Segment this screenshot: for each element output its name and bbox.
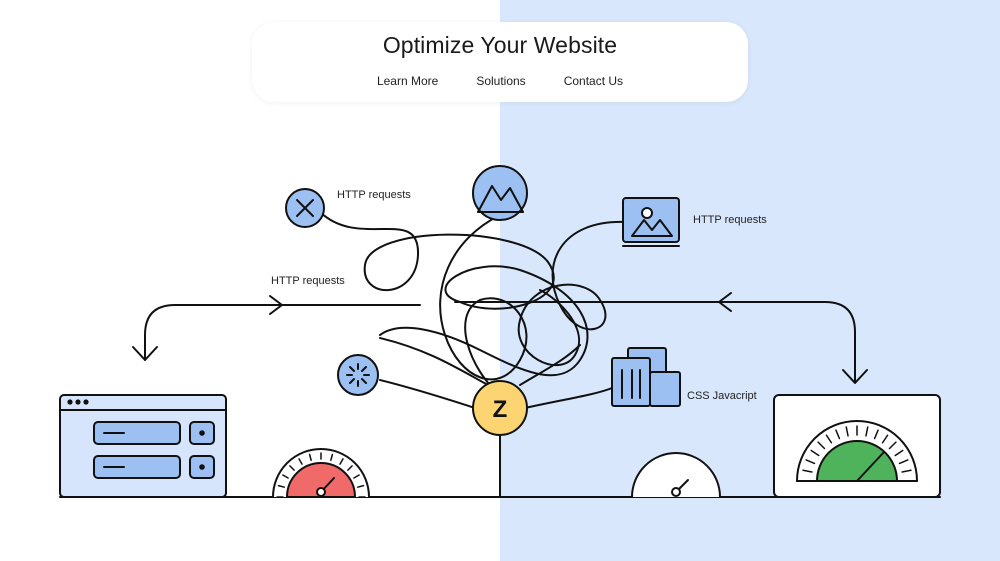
gauge-tick	[330, 453, 334, 462]
gauge-tick	[289, 465, 295, 471]
http-requests-label-left: HTTP requests	[271, 275, 345, 287]
gauge-tick	[339, 458, 344, 465]
speed-gauge-empty-icon	[631, 452, 721, 498]
right-flow-arrow	[454, 292, 868, 384]
gauge-tick	[894, 449, 904, 457]
page-title: Optimize Your Website	[382, 32, 618, 58]
header-card: Optimize Your Website Learn More Solutio…	[252, 22, 748, 102]
css-javascript-label: CSS Javacript	[687, 390, 757, 402]
gauge-tick	[810, 449, 820, 457]
left-flow-arrow	[132, 295, 421, 361]
image-icon	[472, 165, 528, 221]
gauge-tick	[865, 426, 869, 437]
gauge-tick	[308, 453, 312, 462]
gauge-tick	[298, 458, 303, 465]
gauge-tick	[277, 484, 286, 488]
gauge-tick	[881, 434, 889, 444]
nav-learn-more[interactable]: Learn More	[376, 74, 439, 88]
gauge-tick	[901, 469, 912, 473]
gauge-tick	[817, 441, 826, 450]
sleep-letter: Z	[493, 396, 508, 423]
loading-spinner-icon	[337, 354, 379, 396]
sleep-icon	[472, 380, 528, 436]
gauge-tick	[845, 426, 849, 437]
gauge-tick	[805, 459, 816, 465]
browser-window-icon	[59, 394, 227, 498]
tangled-request-lines	[319, 211, 626, 409]
gauge-tick	[835, 429, 841, 440]
gauge-tick	[873, 429, 879, 440]
gauge-tick	[347, 465, 353, 471]
gauge-tick	[353, 474, 360, 479]
close-icon	[285, 188, 325, 228]
nav-solutions[interactable]: Solutions	[476, 74, 526, 88]
nav-bar: Learn More Solutions Contact Us	[252, 74, 748, 88]
gauge-tick	[356, 484, 365, 488]
gauge-tick	[825, 434, 833, 444]
speed-gauge-fast-icon	[773, 394, 941, 498]
nav-contact-us[interactable]: Contact Us	[563, 74, 624, 88]
gauge-tick	[888, 441, 897, 450]
http-requests-label-top-left: HTTP requests	[337, 189, 411, 201]
image-window-icon	[622, 197, 680, 247]
gauge-tick	[898, 459, 909, 465]
speed-gauge-slow-icon	[272, 448, 370, 498]
files-icon	[611, 347, 681, 407]
gauge-tick	[802, 469, 813, 473]
gauge-tick	[282, 474, 289, 479]
http-requests-label-right: HTTP requests	[693, 214, 767, 226]
